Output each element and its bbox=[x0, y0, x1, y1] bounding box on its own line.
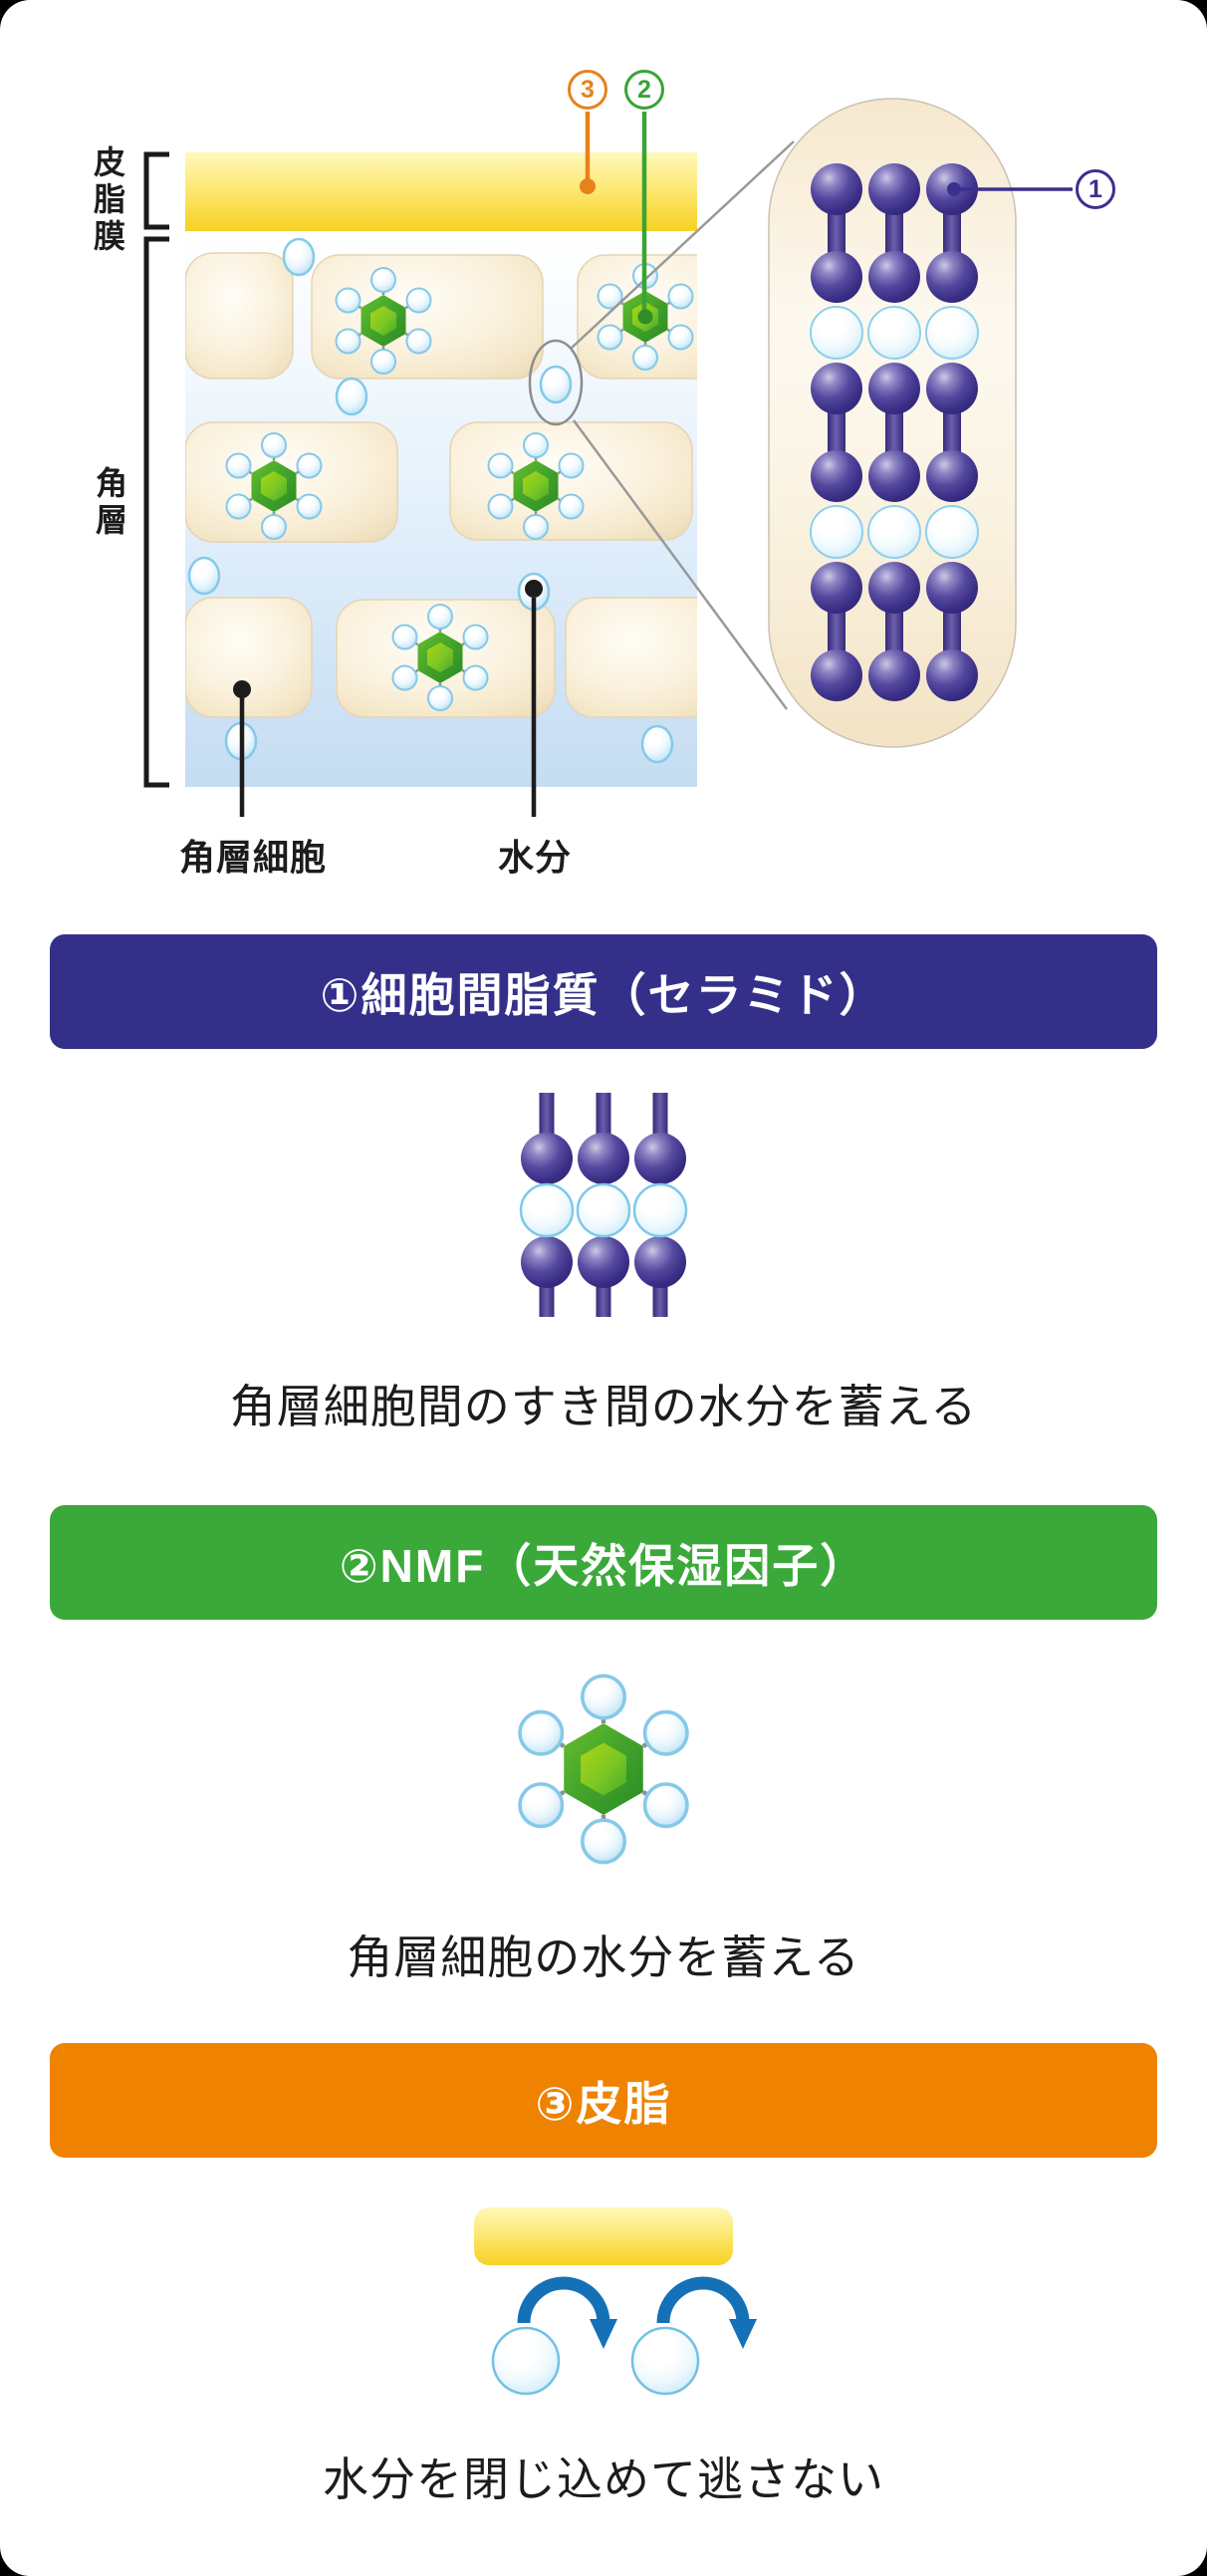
skin-structure-diagram: 皮脂膜 角層 角層細胞 水分 3 2 1 bbox=[0, 0, 1207, 897]
nmf-icon bbox=[496, 1662, 711, 1877]
section-sebum: ③皮脂 水分を閉じ込めて逃さない bbox=[0, 2043, 1207, 2507]
nmf-banner: ②NMF（天然保湿因子） bbox=[50, 1505, 1157, 1620]
label-stratum-corneum: 角層 bbox=[92, 466, 127, 540]
sebum-description: 水分を閉じ込めて逃さない bbox=[323, 2453, 884, 2505]
corneocyte-leader bbox=[233, 680, 251, 817]
callout-1-leader bbox=[947, 182, 1073, 196]
sebum-icon bbox=[474, 2207, 757, 2396]
skin-diagram-graphic bbox=[143, 98, 1073, 817]
section-nmf: ②NMF（天然保湿因子） 角層細胞の水分を蓄える bbox=[0, 1505, 1207, 1985]
callout-3-leader bbox=[580, 112, 596, 194]
section-ceramide: ①細胞間脂質（セラミド） 角層細胞間のすき間の水分を蓄える bbox=[0, 934, 1207, 1434]
callout-2-leader bbox=[637, 112, 653, 325]
sebum-film-bar bbox=[185, 152, 697, 231]
ceramide-banner: ①細胞間脂質（セラミド） bbox=[50, 934, 1157, 1049]
ceramide-icon bbox=[519, 1093, 688, 1317]
zoom-leader-bottom bbox=[572, 419, 789, 710]
nmf-description: 角層細胞の水分を蓄える bbox=[347, 1932, 860, 1983]
layer-brackets bbox=[143, 151, 169, 788]
moisture-leader bbox=[525, 580, 543, 817]
water-lock-arrows bbox=[517, 2276, 757, 2349]
label-corneocyte: 角層細胞 bbox=[179, 837, 328, 878]
zoom-leader-top bbox=[570, 140, 795, 350]
label-sebum-film: 皮脂膜 bbox=[90, 145, 125, 256]
callout-number-2: 2 bbox=[624, 70, 664, 110]
sebum-bar bbox=[474, 2207, 733, 2265]
sebum-banner: ③皮脂 bbox=[50, 2043, 1157, 2158]
callout-number-3: 3 bbox=[568, 70, 607, 110]
locked-water-drops bbox=[491, 2326, 700, 2396]
label-moisture: 水分 bbox=[498, 837, 573, 878]
callout-number-1: 1 bbox=[1076, 169, 1115, 209]
lamellar-capsule bbox=[768, 98, 1017, 748]
ceramide-description: 角層細胞間のすき間の水分を蓄える bbox=[229, 1381, 978, 1432]
zoom-oval bbox=[528, 339, 584, 426]
